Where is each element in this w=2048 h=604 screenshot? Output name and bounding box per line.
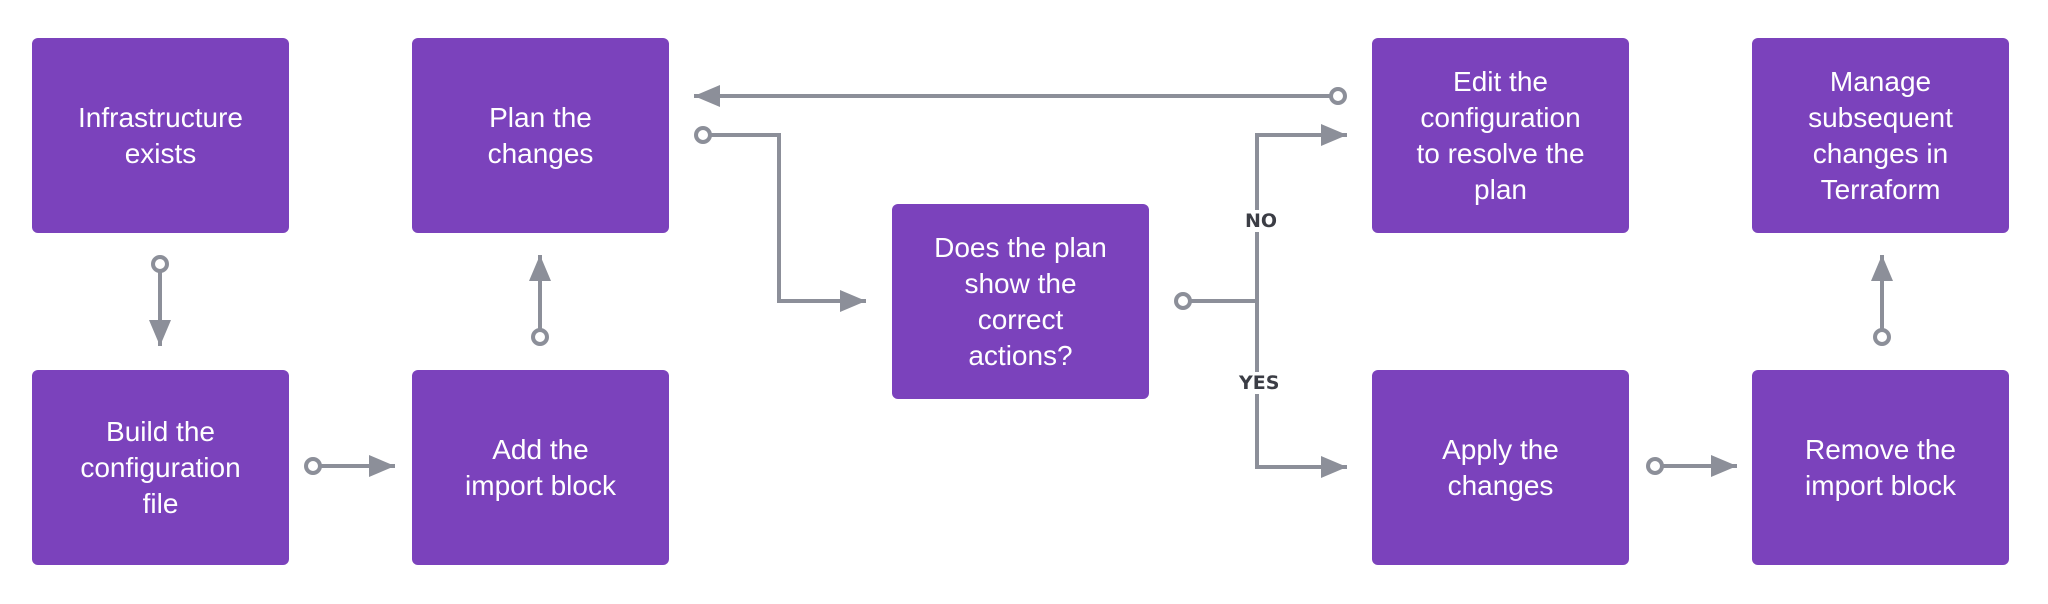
circle-origin-icon: [1646, 457, 1664, 475]
node-manage-subsequent-changes: Manage subsequent changes in Terraform: [1752, 38, 2009, 233]
connector-edit-to-plan: [694, 85, 1347, 107]
node-build-configuration-file: Build the configuration file: [32, 370, 289, 565]
circle-origin-icon: [531, 328, 549, 346]
node-label: Manage subsequent changes in Terraform: [1808, 65, 1953, 205]
node-label: Infrastructure exists: [78, 101, 243, 169]
node-infrastructure-exists: Infrastructure exists: [32, 38, 289, 233]
circle-origin-icon: [1873, 328, 1891, 346]
connector-build-to-add-import: [304, 455, 395, 477]
connector-decision-branches: [1174, 124, 1347, 478]
node-edit-configuration: Edit the configuration to resolve the pl…: [1372, 38, 1629, 233]
connector-add-import-to-plan: [529, 255, 551, 346]
node-label: Build the configuration file: [80, 415, 241, 519]
node-label: Plan the changes: [487, 101, 594, 169]
branch-label-no: NO: [1243, 210, 1280, 232]
node-add-import-block: Add the import block: [412, 370, 669, 565]
node-remove-import-block: Remove the import block: [1752, 370, 2009, 565]
circle-origin-icon: [151, 255, 169, 273]
connector-remove-import-to-manage: [1871, 255, 1893, 346]
node-plan-the-changes: Plan the changes: [412, 38, 669, 233]
circle-origin-icon: [1329, 87, 1347, 105]
connector-apply-to-remove-import: [1646, 455, 1737, 477]
circle-origin-icon: [304, 457, 322, 475]
connector-plan-to-decision: [694, 126, 866, 312]
circle-origin-icon: [1174, 292, 1192, 310]
node-label: Remove the import block: [1805, 433, 1956, 501]
branch-label-yes: YES: [1237, 372, 1282, 394]
connector-infrastructure-to-build: [149, 255, 171, 346]
node-label: Edit the configuration to resolve the pl…: [1416, 65, 1585, 205]
node-decision-plan-correct: Does the plan show the correct actions?: [892, 204, 1149, 399]
node-apply-the-changes: Apply the changes: [1372, 370, 1629, 565]
circle-origin-icon: [694, 126, 712, 144]
node-label: Add the import block: [465, 433, 616, 501]
node-label: Does the plan show the correct actions?: [934, 231, 1107, 371]
node-label: Apply the changes: [1442, 433, 1559, 501]
